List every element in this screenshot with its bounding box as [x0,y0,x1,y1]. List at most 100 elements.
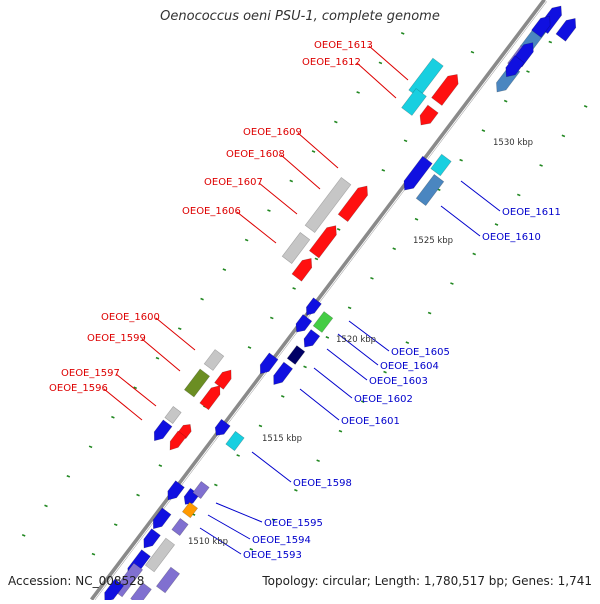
tick-near-right-8 [347,306,352,310]
tick-near-right-14 [481,129,486,132]
leader-OEOE_1600 [155,317,196,351]
tick-outer-2 [66,474,71,478]
gene-label-OEOE_1607[interactable]: OEOE_1607 [204,177,263,188]
gene-OEOE_1595-c [192,480,210,500]
gene-blue-5-shape [531,15,551,38]
gene-OEOE_1612-a-shape [431,74,459,106]
gene-OEOE_1597-shape [164,405,182,425]
tick-inner-14 [561,134,566,138]
gene-blue-cluster-2-shape [295,314,313,333]
gene-OEOE_1595-a [167,480,185,501]
gene-label-OEOE_1608[interactable]: OEOE_1608 [226,149,285,160]
gene-OEOE_1596-a-shape [153,419,173,442]
tick-near-left-10 [314,257,319,261]
gene-label-OEOE_1604[interactable]: OEOE_1604 [380,361,439,372]
leader-OEOE_1596 [103,388,143,421]
gene-label-OEOE_1612[interactable]: OEOE_1612 [302,57,361,68]
gene-OEOE_1606-shape [291,258,313,282]
gene-label-OEOE_1593[interactable]: OEOE_1593 [243,550,302,561]
gene-OEOE_1613-b [401,88,427,116]
gene-label-OEOE_1600[interactable]: OEOE_1600 [101,312,160,323]
gene-OEOE_1610-a-shape [403,155,433,191]
gene-OEOE_1598-b [225,430,245,452]
tick-outer-17 [400,32,405,35]
gene-red-cluster-1 [214,369,232,390]
gene-label-OEOE_1594[interactable]: OEOE_1594 [252,535,311,546]
gene-label-OEOE_1610[interactable]: OEOE_1610 [482,232,541,243]
gene-label-OEOE_1601[interactable]: OEOE_1601 [341,416,400,427]
leader-OEOE_1598 [251,451,292,483]
tick-near-left-14 [403,139,408,143]
gene-OEOE_1595-c-shape [192,480,210,500]
tick-inner-8 [427,311,432,315]
tick-outer-8 [200,297,204,301]
gene-OEOE_1606 [291,258,313,282]
leader-lines [103,45,501,555]
position-ticks [21,32,588,556]
gene-label-OEOE_1613[interactable]: OEOE_1613 [314,40,373,51]
gene-OEOE_1608-shape [281,231,311,265]
tick-near-left-3 [158,464,163,467]
gene-label-OEOE_1599[interactable]: OEOE_1599 [87,333,146,344]
tick-outer-4 [111,415,115,419]
tick-near-right-15 [503,99,508,103]
gene-blue-3-shape [555,18,577,42]
gene-purple-bottom-3 [155,566,181,594]
tick-near-right-3 [236,454,240,457]
gene-label-OEOE_1597[interactable]: OEOE_1597 [61,368,120,379]
leader-OEOE_1607 [258,182,298,215]
gene-label-OEOE_1606[interactable]: OEOE_1606 [182,206,241,217]
gene-label-OEOE_1595[interactable]: OEOE_1595 [264,518,323,529]
gene-OEOE_1609 [304,177,352,233]
tick-outer-5 [133,386,137,390]
gene-OEOE_1593-b [143,528,161,549]
gene-label-OEOE_1611[interactable]: OEOE_1611 [502,207,561,218]
tick-near-left-7 [247,346,252,349]
gene-purple-bottom-3-shape [155,566,181,594]
leader-OEOE_1606 [236,211,277,244]
tick-inner-1 [271,518,276,522]
gene-OEOE_1594 [171,517,189,537]
tick-outer-3 [88,445,93,449]
tick-inner-3 [316,459,320,463]
gene-label-OEOE_1598[interactable]: OEOE_1598 [293,478,352,489]
genome-backbone-highlight [93,0,548,601]
leader-OEOE_1610 [440,205,481,237]
gene-OEOE_1613-b-shape [401,88,427,116]
gene-OEOE_1602-shape [273,361,294,385]
gene-OEOE_1605-shape [312,311,334,333]
gene-label-OEOE_1602[interactable]: OEOE_1602 [354,394,413,405]
gene-OEOE_1607-a [337,185,368,222]
tick-inner-10 [472,252,477,256]
tick-outer-0 [21,534,26,537]
gene-OEOE_1603-shape [286,345,306,365]
tick-outer-7 [177,327,182,331]
gene-blue-5 [531,15,551,38]
gene-label-OEOE_1605[interactable]: OEOE_1605 [391,347,450,358]
gene-OEOE_1600-shape [203,349,225,371]
tick-outer-9 [222,268,227,271]
gene-OEOE_1595-d [181,501,199,519]
tick-near-right-4 [258,424,263,428]
leader-OEOE_1605 [348,320,390,352]
gene-blue-3 [555,18,577,42]
gene-OEOE_1611-shape [430,153,452,177]
gene-OEOE_1607-a-shape [337,185,368,222]
gene-OEOE_1604-shape [303,329,321,348]
gene-OEOE_1610-b [415,173,445,207]
tick-near-left-2 [136,493,140,497]
tick-outer-15 [356,91,360,94]
leader-OEOE_1603 [326,348,368,381]
tick-inner-15 [583,105,588,108]
gene-OEOE_1607-b [308,225,337,259]
leader-OEOE_1608 [280,154,321,190]
gene-OEOE_1593-a [152,507,172,530]
gene-label-OEOE_1596[interactable]: OEOE_1596 [49,383,108,394]
leader-OEOE_1601 [299,388,340,421]
gene-blue-cluster-1-shape [306,297,322,316]
gene-OEOE_1601 [259,352,279,375]
gene-OEOE_1602 [273,361,294,385]
gene-label-OEOE_1609[interactable]: OEOE_1609 [243,127,302,138]
gene-label-OEOE_1603[interactable]: OEOE_1603 [369,376,428,387]
